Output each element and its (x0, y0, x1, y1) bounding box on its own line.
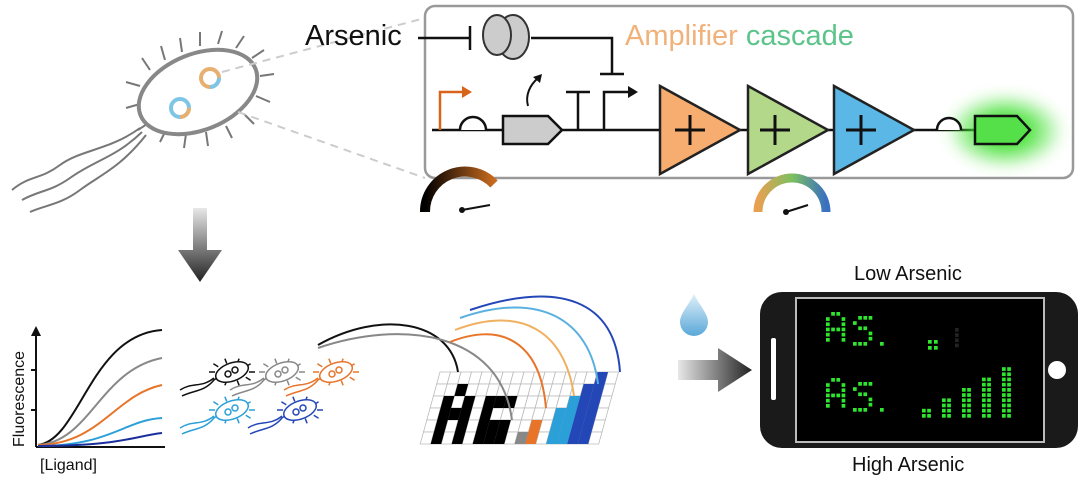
cell-variant-4 (179, 396, 255, 435)
curve-navy (37, 432, 163, 447)
amplifier-cascade-title: Amplifier cascade (625, 20, 854, 52)
y-axis-label: Fluorescence (11, 351, 28, 447)
cell-variant-3 (283, 358, 359, 397)
high-arsenic-label: High Arsenic (852, 454, 964, 476)
curve-orange (37, 384, 163, 446)
water-drop-icon (680, 294, 708, 336)
low-arsenic-label: Low Arsenic (854, 263, 962, 285)
bacterium-illustration (11, 17, 426, 213)
promoter-arrow-icon (438, 90, 465, 130)
led-display (826, 312, 1011, 418)
arsr-gene-icon (501, 114, 564, 146)
mapping-arrows (317, 295, 621, 421)
phone-home-button[interactable] (1048, 361, 1066, 379)
cell-variant-2 (229, 358, 305, 397)
curve-gray (37, 357, 163, 446)
gfp-reporter-icon (935, 92, 1065, 170)
title-word-amplifier: Amplifier (625, 20, 738, 52)
genetic-circuit-panel: Arsenic Amplifier cascade (305, 4, 1075, 215)
amplifier-1-icon (658, 83, 743, 177)
cell-variants (179, 358, 359, 435)
amplifier-3-icon (832, 83, 917, 177)
cell-variant-1 (179, 358, 255, 397)
curve-black (37, 329, 163, 446)
terminator-icon (566, 90, 590, 130)
amplifier-2-icon (746, 83, 831, 177)
dose-response-plot: Fluorescence [Ligand] (11, 326, 165, 474)
arsr-protein-icon (482, 14, 530, 60)
x-axis-label: [Ligand] (40, 457, 97, 474)
right-arrow-icon (678, 348, 752, 392)
title-word-cascade: cascade (746, 20, 854, 52)
ars-promoter-arrow-icon (602, 90, 630, 130)
down-arrow-icon (178, 208, 222, 282)
arsenic-label: Arsenic (305, 20, 402, 52)
cell-variant-5 (247, 396, 323, 435)
pixel-grid-display (419, 371, 620, 445)
smartphone: Low Arsenic High Arsenic (760, 263, 1078, 476)
dial-gauge-icon (419, 166, 498, 213)
rbs-icon (458, 115, 488, 131)
dial-gauge-icon-2 (753, 173, 831, 215)
phone-side-button (771, 338, 776, 400)
